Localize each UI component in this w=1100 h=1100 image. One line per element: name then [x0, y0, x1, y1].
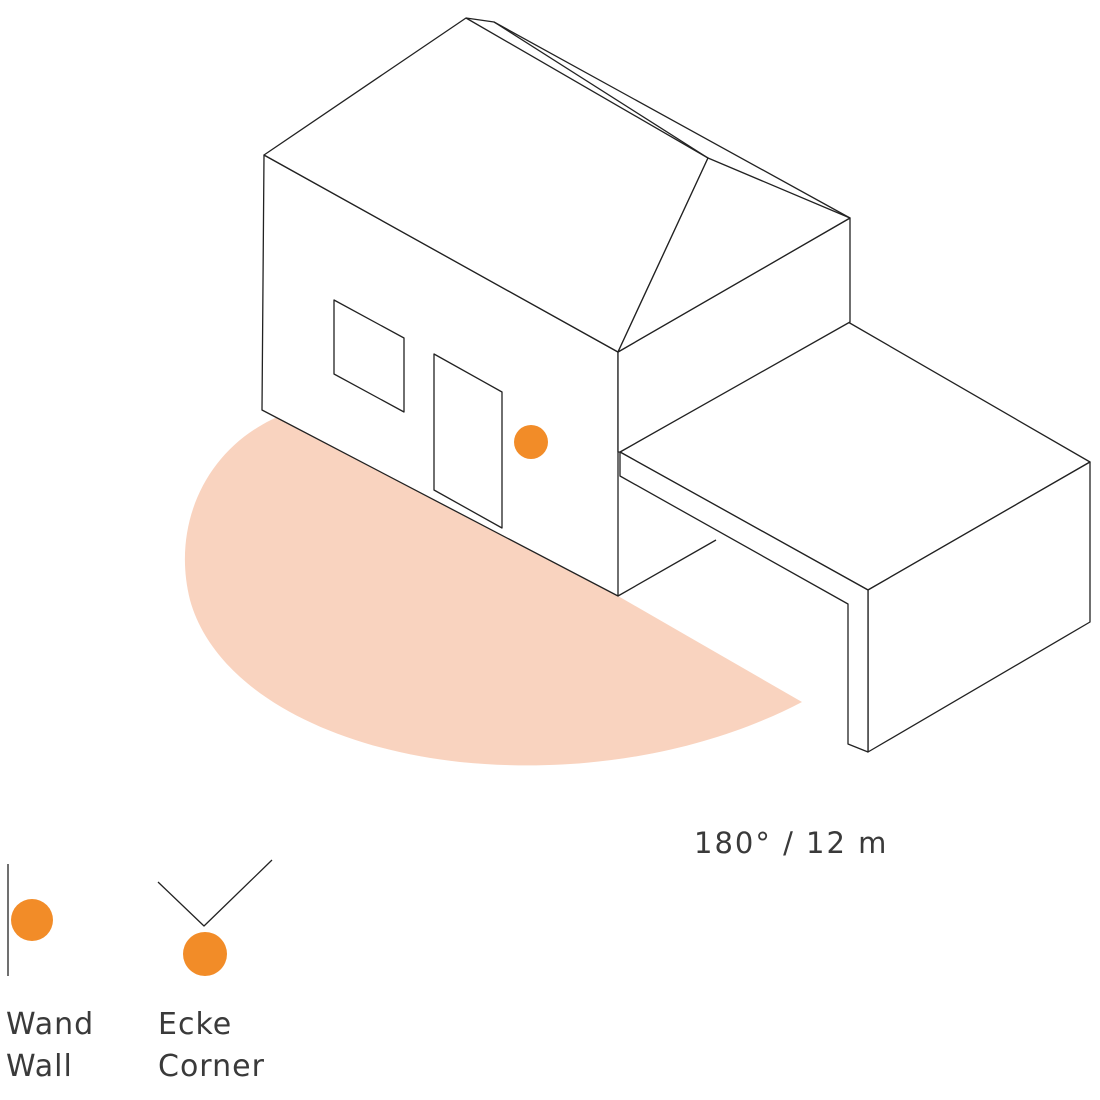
- garage-front: [619, 451, 869, 753]
- coverage-spec-label: 180° / 12 m: [694, 822, 888, 864]
- legend-wall-label-en: Wall: [6, 1049, 73, 1084]
- roof-edge: [493, 21, 709, 159]
- corner-mount-icon: [157, 859, 273, 927]
- house: [261, 17, 851, 597]
- wall-sensor-dot: [11, 899, 53, 941]
- legend-corner-icon: [157, 859, 273, 976]
- legend-corner-label: Ecke Corner: [158, 1004, 265, 1088]
- door: [433, 353, 503, 529]
- legend-wall-label: Wand Wall: [6, 1004, 94, 1088]
- sensor-dot: [514, 425, 548, 459]
- coverage-area: [184, 412, 802, 766]
- corner-sensor-dot: [183, 932, 227, 976]
- window-frame: [333, 299, 405, 413]
- roof-side: [617, 157, 851, 353]
- coverage-spec-text: 180° / 12 m: [694, 826, 889, 860]
- legend-wall-label-de: Wand: [6, 1007, 95, 1042]
- legend-corner-label-en: Corner: [158, 1049, 265, 1084]
- garage-opening-edge: [617, 539, 717, 597]
- legend-wall-icon: [7, 864, 53, 976]
- garage: [617, 321, 1091, 753]
- legend-corner-label-de: Ecke: [158, 1007, 233, 1042]
